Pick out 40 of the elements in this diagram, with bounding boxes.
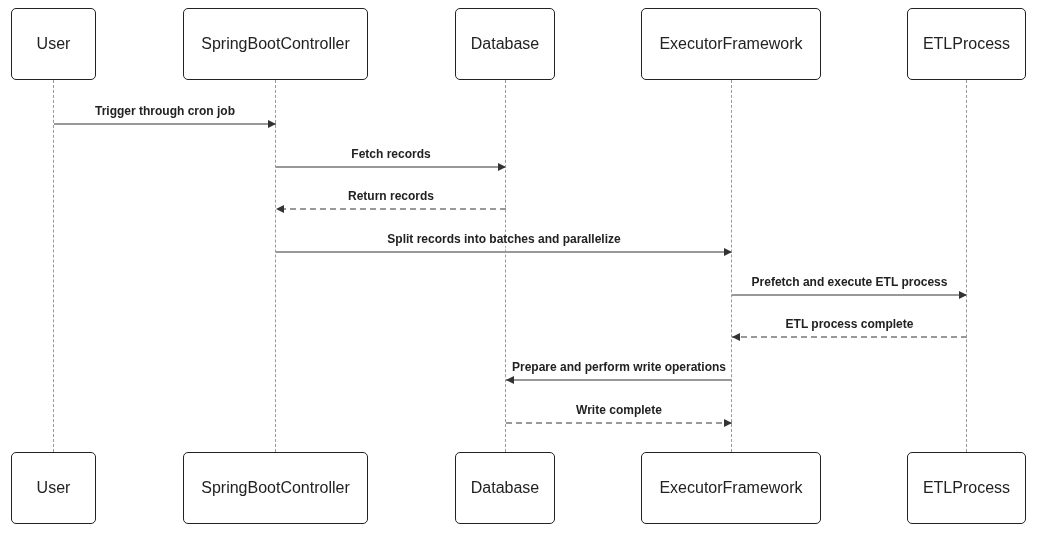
participant-name: User	[36, 479, 71, 497]
participant-name: Database	[470, 479, 540, 497]
lifeline	[53, 80, 55, 452]
message-arrow	[275, 163, 507, 171]
participant-name: SpringBootController	[201, 479, 350, 497]
lifeline	[966, 80, 968, 452]
participant-name: ExecutorFramework	[659, 479, 803, 497]
participant-box	[455, 8, 555, 80]
participant-name: User	[36, 35, 71, 53]
participant-name: ETLProcess	[922, 35, 1011, 53]
participant-box	[11, 8, 96, 80]
message-arrow	[731, 333, 968, 341]
message-label: Return records	[347, 189, 435, 203]
message-arrow	[275, 205, 507, 213]
participant-name: ExecutorFramework	[659, 35, 803, 53]
participant-box	[455, 452, 555, 524]
participant-box	[11, 452, 96, 524]
participant-box	[641, 452, 821, 524]
participant-box	[907, 452, 1026, 524]
message-arrow	[731, 291, 968, 299]
message-arrow	[505, 419, 733, 427]
message-label: Prefetch and execute ETL process	[750, 275, 949, 289]
message-arrow	[505, 376, 733, 384]
message-label: Prepare and perform write operations	[510, 360, 728, 374]
message-label: Trigger through cron job	[94, 104, 236, 118]
message-arrow	[53, 120, 277, 128]
participant-box	[641, 8, 821, 80]
participant-box	[183, 8, 368, 80]
message-label: ETL process complete	[784, 317, 915, 331]
participant-name: ETLProcess	[922, 479, 1011, 497]
lifeline	[731, 80, 733, 452]
lifeline	[275, 80, 277, 452]
participant-name: Database	[470, 35, 540, 53]
message-label: Split records into batches and parallelize	[386, 232, 622, 246]
message-label: Write complete	[575, 403, 663, 417]
message-label: Fetch records	[350, 147, 432, 161]
participant-box	[183, 452, 368, 524]
participant-name: SpringBootController	[201, 35, 350, 53]
message-arrow	[275, 248, 733, 256]
participant-box	[907, 8, 1026, 80]
